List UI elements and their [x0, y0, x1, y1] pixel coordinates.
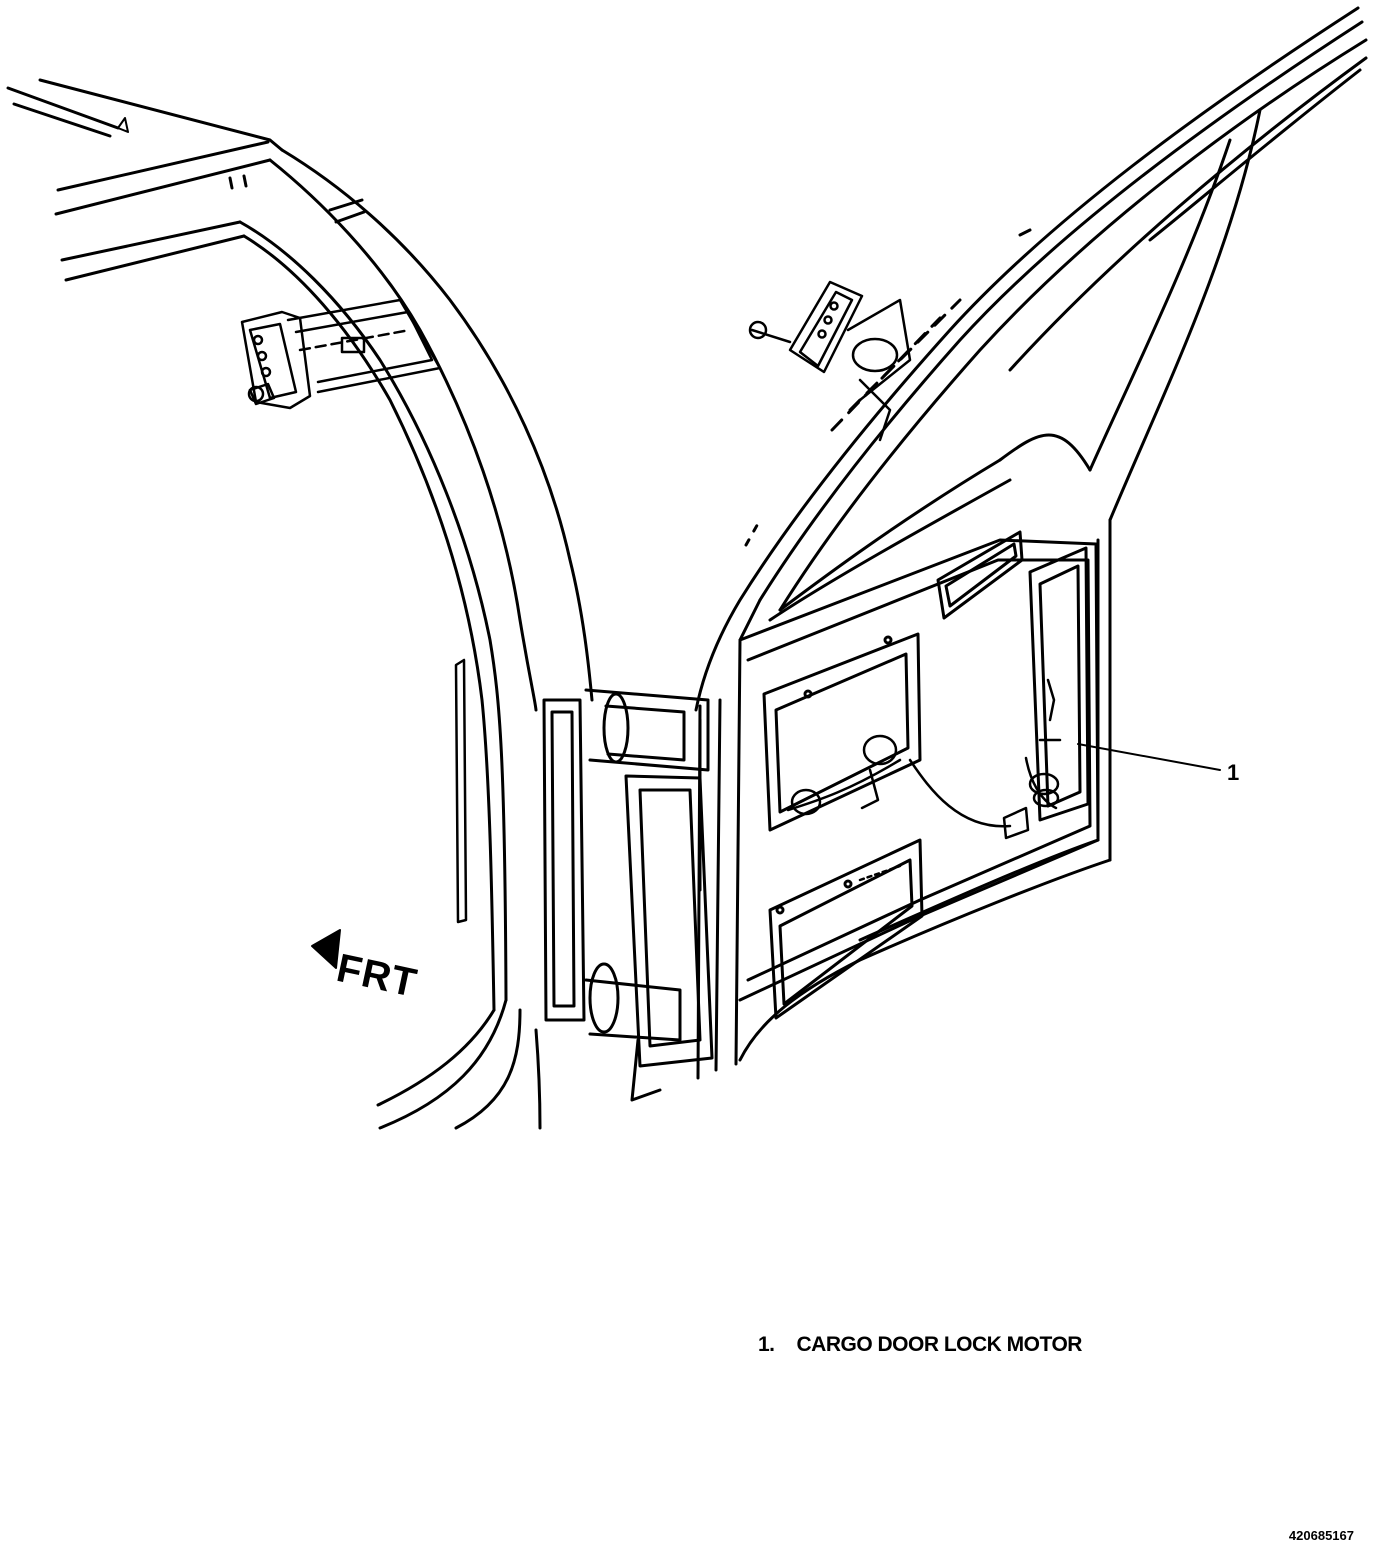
callout-leader-line [1077, 743, 1221, 771]
main-door-hinge [542, 688, 714, 1102]
upper-access-opening [762, 632, 922, 832]
handle-opening [936, 530, 1024, 620]
legend-number: 1. [758, 1333, 775, 1356]
cargo-door-illustration [6, 6, 1368, 1130]
body-opening-frame [6, 78, 594, 1130]
front-arrow-icon [311, 929, 341, 969]
lock-motor-opening [1028, 546, 1090, 822]
door-inner-panel [738, 530, 1100, 1020]
figure-id: 420685167 [1288, 1528, 1354, 1543]
legend: 1. CARGO DOOR LOCK MOTOR [758, 1333, 1082, 1357]
upper-door-hinge [748, 280, 912, 442]
callout-number: 1 [1227, 760, 1240, 785]
lock-mechanism [786, 678, 1062, 882]
lock-motor-icon [1028, 772, 1060, 796]
legend-label: CARGO DOOR LOCK MOTOR [796, 1333, 1083, 1356]
lower-access-opening [768, 838, 924, 1020]
upper-body-hinge [240, 298, 442, 410]
